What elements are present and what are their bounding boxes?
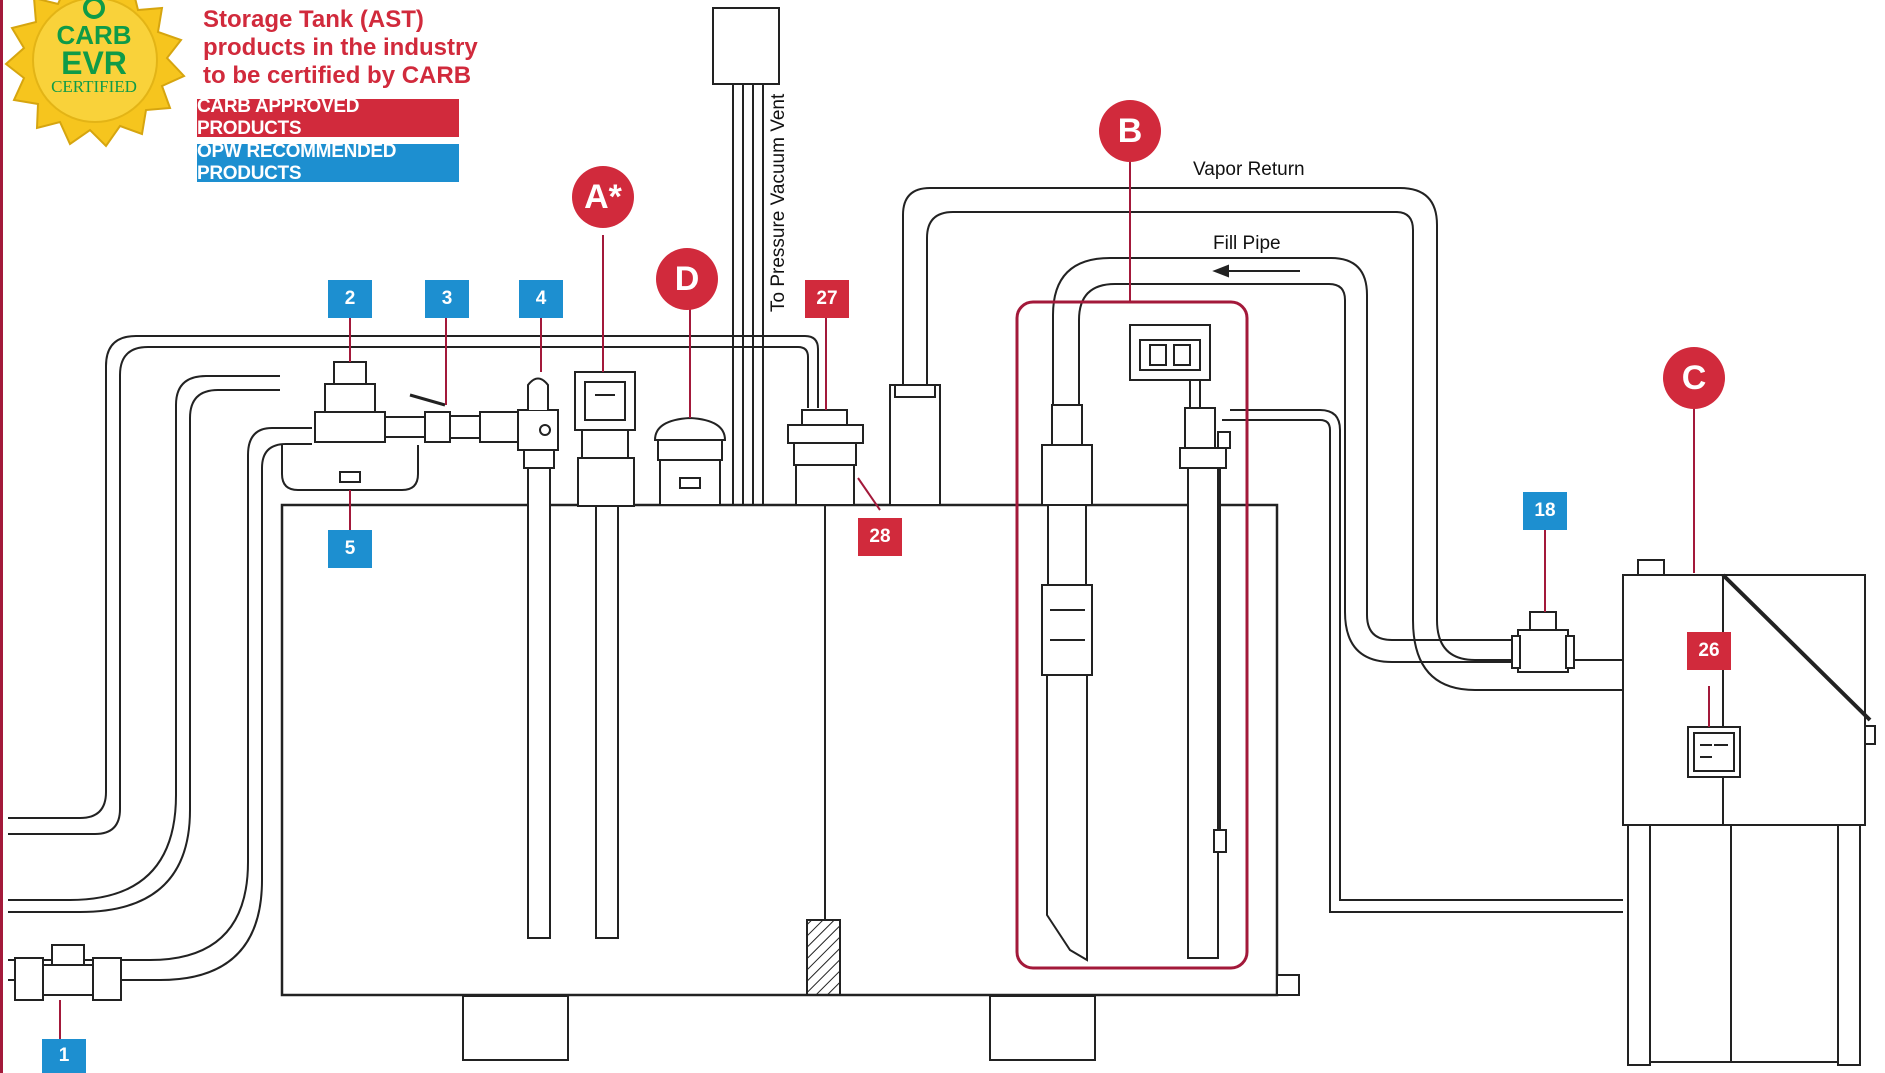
vapor-return-label: Vapor Return (1193, 159, 1305, 180)
fill-pipe (1052, 257, 1520, 663)
tank-drain (1276, 974, 1300, 996)
component-a-label[interactable]: A* (572, 166, 634, 228)
callout-28[interactable]: 28 (858, 518, 902, 556)
recycle-logo-icon (83, 0, 105, 19)
component-b-highlight (1015, 300, 1249, 970)
component-d-label[interactable]: D (656, 248, 718, 310)
pump-control-drawing (1129, 324, 1231, 959)
carb-evr-badge: CARB EVR CERTIFIED (4, 0, 186, 148)
tank-foot-left (462, 995, 569, 1061)
callout-26[interactable]: 26 (1687, 632, 1731, 670)
badge-evr-text: EVR (61, 45, 127, 81)
valve-4-drawing (517, 377, 559, 939)
legend-carb-approved: CARB APPROVED PRODUCTS (197, 96, 459, 139)
callout-3[interactable]: 3 (425, 280, 469, 318)
callout-5[interactable]: 5 (328, 530, 372, 568)
valve-assembly (281, 361, 523, 491)
tank-body (280, 503, 1279, 997)
pump-drawing (1041, 404, 1093, 962)
tank-foot-right (989, 995, 1096, 1061)
callout-27[interactable]: 27 (805, 280, 849, 318)
return-line (1222, 419, 1623, 913)
callout-1[interactable]: 1 (42, 1039, 86, 1073)
component-d-drawing (653, 416, 727, 506)
badge-certified-text: CERTIFIED (51, 77, 137, 96)
check-valve-18-drawing (1511, 611, 1575, 673)
check-valve-1-drawing (14, 944, 122, 1040)
fill-pipe-label: Fill Pipe (1213, 233, 1281, 254)
component-c-label[interactable]: C (1663, 347, 1725, 409)
page-heading: Storage Tank (AST) products in the indus… (203, 6, 478, 89)
component-a-drawing (574, 371, 636, 939)
callout-4[interactable]: 4 (519, 280, 563, 318)
legend-opw-recommended: OPW RECOMMENDED PRODUCTS (197, 141, 459, 184)
vent-label: To Pressure Vacuum Vent (768, 93, 789, 312)
callout-18[interactable]: 18 (1523, 492, 1567, 530)
gauge-assembly (787, 409, 864, 996)
component-b-label[interactable]: B (1099, 100, 1161, 162)
page-border (0, 0, 3, 1073)
vapor-return-pipe (889, 187, 1623, 691)
vent-box (712, 7, 780, 85)
callout-2[interactable]: 2 (328, 280, 372, 318)
dispenser-drawing (1622, 559, 1876, 1066)
supply-pipes (8, 335, 819, 981)
badge-carb-text: CARB (56, 20, 131, 50)
leader-lines (349, 160, 1710, 727)
